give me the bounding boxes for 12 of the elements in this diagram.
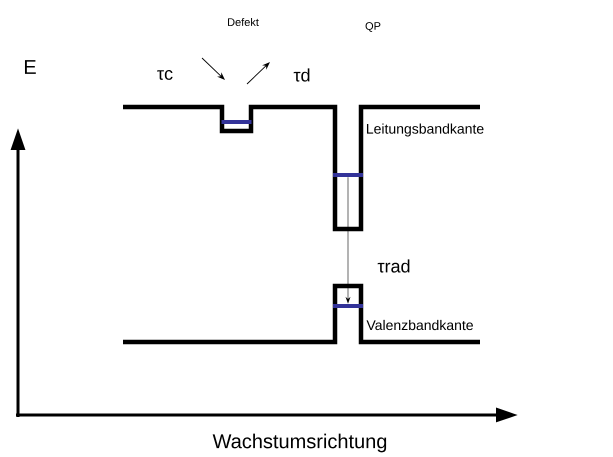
rate-label: τd bbox=[294, 68, 310, 82]
energy-level bbox=[333, 304, 363, 308]
band-label: Leitungsbandkante bbox=[366, 123, 484, 137]
qp-label: QP bbox=[366, 22, 380, 32]
energy-level bbox=[222, 120, 252, 124]
axis-label: Wachstumsrichtung bbox=[212, 434, 386, 452]
band-label: Valenzbandkante bbox=[366, 320, 473, 330]
axis-label: E bbox=[24, 60, 36, 74]
rate-label: τc bbox=[157, 70, 173, 80]
rate-label: τrad bbox=[378, 259, 410, 273]
energy-level bbox=[333, 173, 363, 177]
defect-label: Defekt bbox=[228, 18, 259, 26]
